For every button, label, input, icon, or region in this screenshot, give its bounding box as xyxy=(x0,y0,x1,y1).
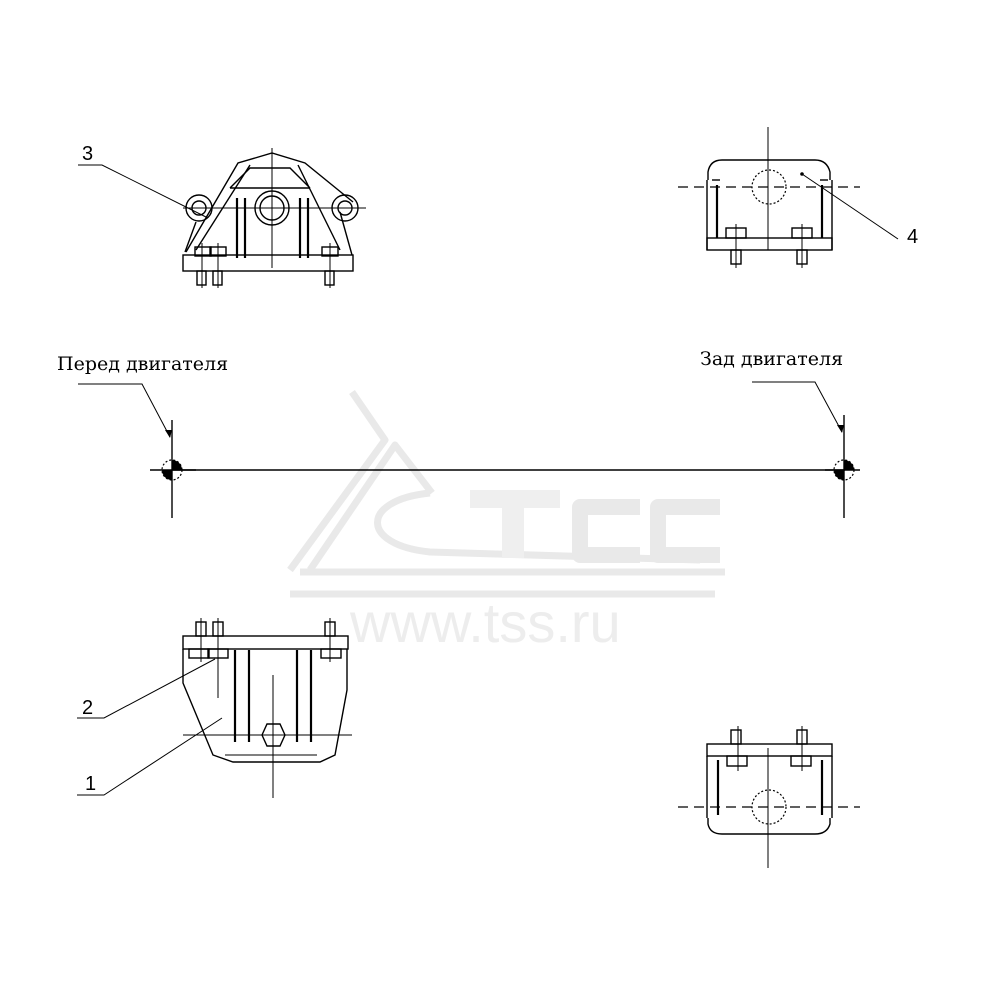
rear-label: Зад двигателя xyxy=(700,348,843,370)
rear-center-of-gravity-symbol xyxy=(825,415,860,518)
callout-2: 2 xyxy=(82,697,93,719)
callout-1-leader xyxy=(77,717,223,796)
front-label-leader xyxy=(78,383,172,438)
front-mount-top-view xyxy=(182,148,366,288)
callout-4-leader xyxy=(800,172,899,240)
watermark-url: www.tss.ru xyxy=(349,591,621,654)
front-mount-bottom-view xyxy=(182,618,352,798)
callout-3: 3 xyxy=(82,143,93,165)
callout-3-leader xyxy=(78,164,209,219)
callout-1: 1 xyxy=(85,773,96,795)
watermark: www.tss.ru xyxy=(287,390,725,654)
rear-label-leader xyxy=(752,381,844,433)
rear-mount-top-view xyxy=(678,127,860,268)
front-label: Перед двигателя xyxy=(57,353,228,375)
callout-2-leader xyxy=(77,658,216,719)
watermark-logo-icon xyxy=(287,390,725,598)
front-center-of-gravity-symbol xyxy=(150,420,196,518)
callout-4: 4 xyxy=(907,226,918,248)
rear-mount-bottom-view xyxy=(678,726,860,868)
